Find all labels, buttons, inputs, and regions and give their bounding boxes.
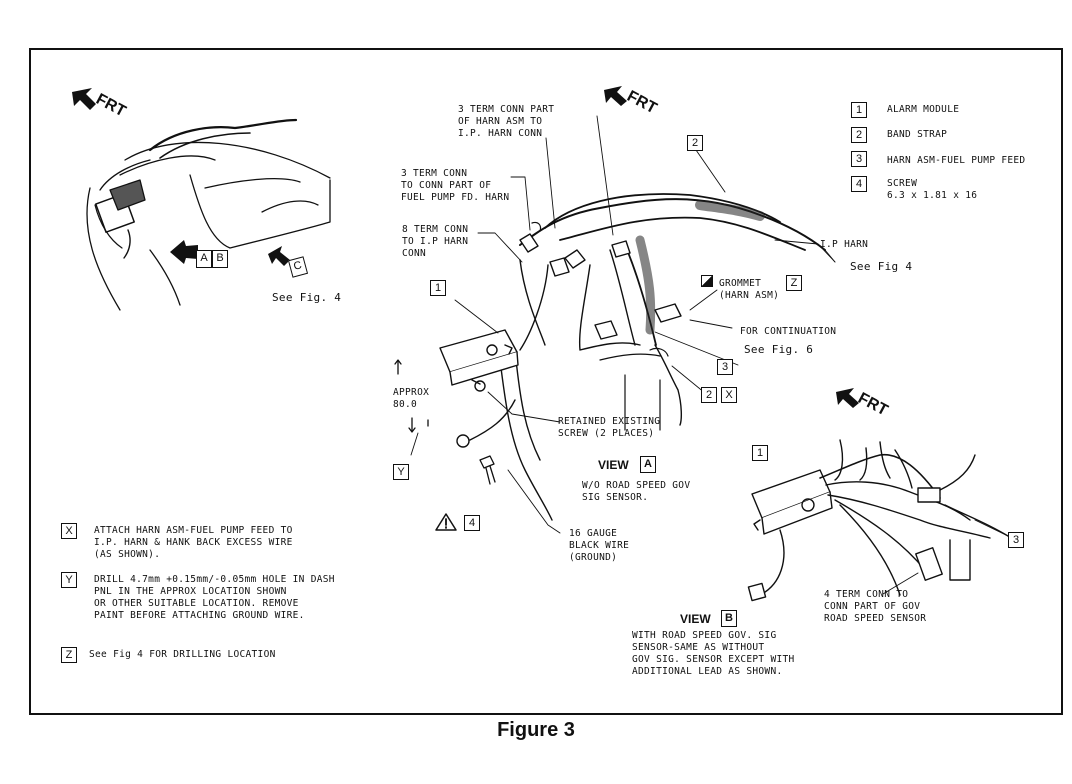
note-tag-z: Z [61,647,77,663]
label-ip-harn: I.P HARN [820,239,869,250]
legend-label-3: HARN ASM-FUEL PUMP FEED [887,155,1026,166]
view-b-callout-1: 1 [752,445,768,461]
callout-4-screw: 4 [464,515,480,531]
view-a-title: VIEW [598,458,629,472]
legend-num-4: 4 [851,176,867,192]
note-tag-y: Y [61,572,77,588]
approx-dimension-marks [394,359,429,433]
label-3-term-conn: 3 TERM CONN TO CONN PART OF FUEL PUMP FD… [401,168,510,203]
legend-num-3: 3 [851,151,867,167]
label-retained-screw: RETAINED EXISTING SCREW (2 PLACES) [558,416,661,439]
callout-b: B [212,250,228,268]
label-16-gauge-wire: 16 GAUGE BLACK WIRE (GROUND) [569,528,630,563]
frt-arrow-center [604,86,627,106]
dash-overview-sketch [86,118,331,311]
legend-label-4: SCREW 6.3 x 1.81 x 16 [887,178,978,201]
label-for-continuation: FOR CONTINUATION [740,326,837,337]
legend-label-2: BAND STRAP [887,129,948,140]
label-grommet: GROMMET (HARN ASM) [719,278,780,301]
frt-arrow-view-b [836,388,859,408]
view-b-tag: B [721,610,737,627]
wire-harness-main [456,193,826,521]
note-tag-x: X [61,523,77,539]
caution-triangle-icon [435,513,457,531]
label-3-term-conn-part: 3 TERM CONN PART OF HARN ASM TO I.P. HAR… [458,104,555,139]
callout-3-harn-asm: 3 [717,359,733,375]
callout-2-band-strap: 2 [687,135,703,151]
callout-x-lower: X [721,387,737,403]
label-see-fig4: See Fig 4 [850,260,913,273]
view-b-callout-3: 3 [1008,532,1024,548]
callout-1-alarm-module: 1 [430,280,446,296]
screw-part-4 [479,455,496,485]
note-text-x: ATTACH HARN ASM-FUEL PUMP FEED TO I.P. H… [94,525,293,560]
view-b-description: WITH ROAD SPEED GOV. SIG SENSOR-SAME AS … [632,630,795,677]
grommet-marker-icon [701,275,713,287]
figure-caption: Figure 3 [497,719,575,741]
view-b-term4-label: 4 TERM CONN TO CONN PART OF GOV ROAD SPE… [824,589,927,624]
label-see-fig6: See Fig. 6 [744,343,814,356]
see-fig4-left: See Fig. 4 [272,291,342,304]
alarm-module-main [439,329,519,392]
diagram-frame [29,48,1063,715]
callout-arrow-c [268,246,290,266]
view-b-sketch [747,439,1009,602]
note-text-y: DRILL 4.7mm +0.15mm/-0.05mm HOLE IN DASH… [94,574,335,621]
view-a-tag: A [640,456,656,473]
callout-a: A [196,250,212,268]
frt-arrow-left [72,88,96,110]
view-b-title: VIEW [680,612,711,626]
legend-label-1: ALARM MODULE [887,104,960,115]
label-8-term-conn: 8 TERM CONN TO I.P HARN CONN [402,224,469,259]
leader-lines [410,115,836,534]
grommet-tag-z: Z [786,275,802,291]
legend-num-1: 1 [851,102,867,118]
callout-2-lower: 2 [701,387,717,403]
label-approx: APPROX 80.0 [393,387,430,410]
view-a-description: W/O ROAD SPEED GOV SIG SENSOR. [582,480,691,503]
note-text-z: See Fig 4 FOR DRILLING LOCATION [89,649,276,660]
callout-arrow-ab [170,240,198,264]
callout-y: Y [393,464,409,480]
legend-num-2: 2 [851,127,867,143]
